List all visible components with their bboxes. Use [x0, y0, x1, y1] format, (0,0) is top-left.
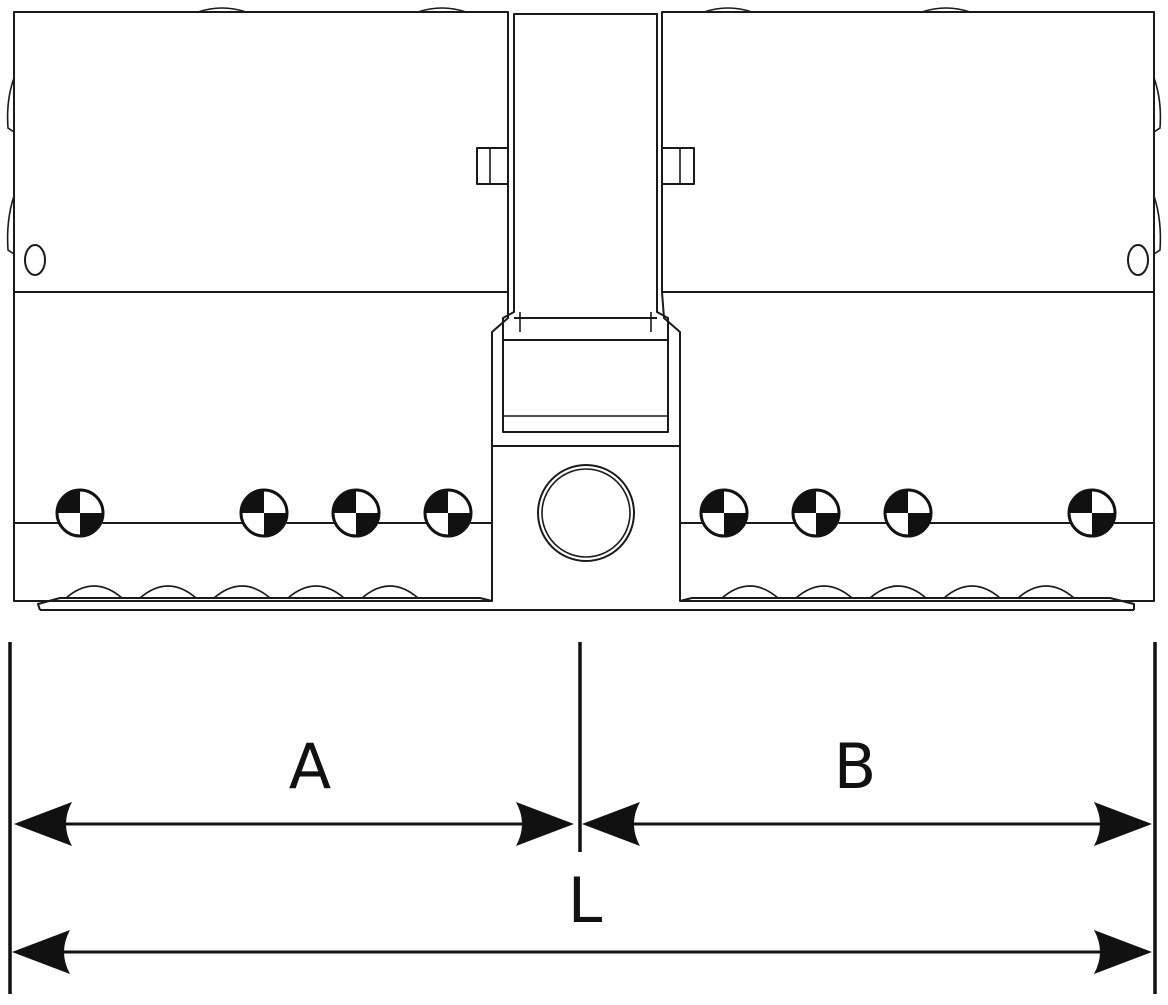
key-profile: [37, 585, 1135, 611]
pin-marker: [423, 488, 473, 538]
key-wave: [65, 585, 123, 599]
pin-marker: [1067, 488, 1117, 538]
dimension-l: L: [12, 864, 1152, 974]
pin-marker: [239, 488, 289, 538]
pin-marker: [791, 488, 841, 538]
dimension-l-label: L: [568, 864, 603, 937]
dimension-b: B: [582, 730, 1152, 846]
pin-marker: [55, 488, 105, 538]
key-wave: [287, 585, 345, 599]
key-wave: [869, 585, 927, 599]
key-wave: [213, 585, 271, 599]
arrow-right-icon: [1094, 930, 1152, 974]
arrow-left-icon: [582, 802, 640, 846]
key-wave: [795, 585, 853, 599]
dimension-a-label: A: [289, 730, 331, 803]
dimension-a: A: [14, 730, 574, 846]
key-wave: [1017, 585, 1075, 599]
arrow-left-icon: [12, 930, 70, 974]
arrow-right-icon: [1094, 802, 1152, 846]
pin-markers: [55, 488, 1117, 538]
center-cam: [491, 13, 681, 562]
dimension-b-label: B: [834, 730, 877, 803]
arrow-left-icon: [14, 802, 72, 846]
key-wave: [139, 585, 197, 599]
fixing-screw-hole: [537, 464, 635, 562]
pin-marker: [883, 488, 933, 538]
key-wave: [721, 585, 779, 599]
key-wave: [361, 585, 419, 599]
key-wave: [943, 585, 1001, 599]
dimension-lines: A B L: [8, 642, 1157, 994]
pin-marker: [699, 488, 749, 538]
pin-marker: [331, 488, 381, 538]
arrow-right-icon: [516, 802, 574, 846]
